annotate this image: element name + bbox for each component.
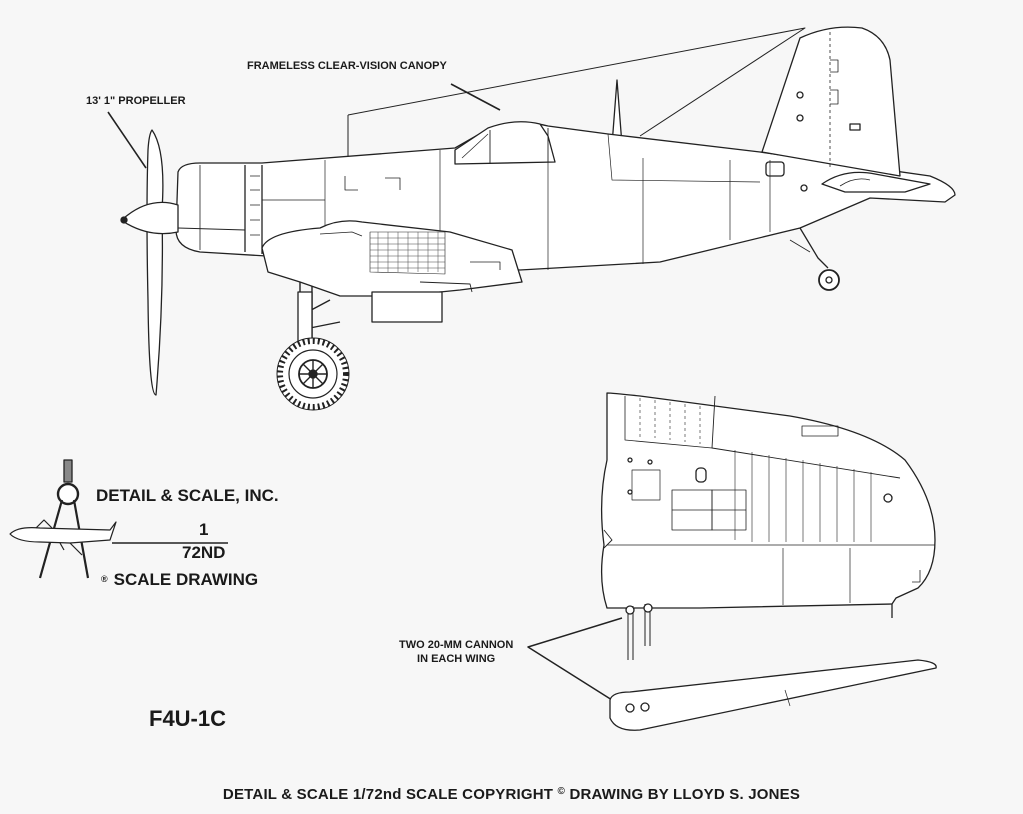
footer-text-after: DRAWING BY LLOYD S. JONES [565, 786, 801, 803]
model-designation: F4U-1C [149, 706, 227, 731]
spinner [123, 201, 179, 235]
cannon-label-line2: IN EACH WING [417, 653, 496, 665]
cannon-leader-line [527, 617, 623, 701]
vertical-tail [761, 26, 901, 177]
registered-mark: ® [101, 574, 108, 584]
wing-outline [600, 392, 936, 609]
scale-drawing-text: SCALE DRAWING [113, 570, 259, 589]
company-name: DETAIL & SCALE, INC. [96, 486, 279, 505]
side-view-aircraft [107, 26, 956, 411]
scale-denominator: 72ND [182, 543, 226, 562]
copyright-footer: DETAIL & SCALE 1/72nd SCALE COPYRIGHT © … [0, 786, 1023, 803]
tail-wheel [818, 269, 840, 291]
wing-airfoil-section [609, 659, 937, 731]
antenna-wire [347, 27, 806, 137]
scale-numerator: 1 [199, 520, 209, 539]
tail-wheel-strut [799, 227, 829, 269]
wing-plan-view [527, 392, 937, 731]
wing-store [371, 291, 443, 323]
cannon-label-line1: TWO 20-MM CANNON [399, 639, 514, 651]
canopy-label: FRAMELESS CLEAR-VISION CANOPY [247, 60, 447, 72]
horizontal-stabilizer [821, 171, 931, 193]
propeller-label: 13' 1" PROPELLER [86, 95, 186, 107]
scale-drawing-label: ® SCALE DRAWING [101, 570, 258, 590]
detail-scale-logo [9, 459, 228, 579]
canopy-leader-line [450, 83, 501, 111]
cannon-barrels [627, 604, 651, 660]
cannon-label: TWO 20-MM CANNON IN EACH WING [399, 638, 513, 666]
logo-aircraft [9, 521, 117, 544]
wing-side-view [261, 220, 523, 297]
copyright-symbol: © [557, 786, 566, 797]
canopy [454, 121, 556, 165]
footer-text-before: DETAIL & SCALE 1/72nd SCALE COPYRIGHT [222, 786, 558, 803]
propeller-leader-line [107, 111, 147, 169]
propeller-blades [146, 129, 164, 396]
